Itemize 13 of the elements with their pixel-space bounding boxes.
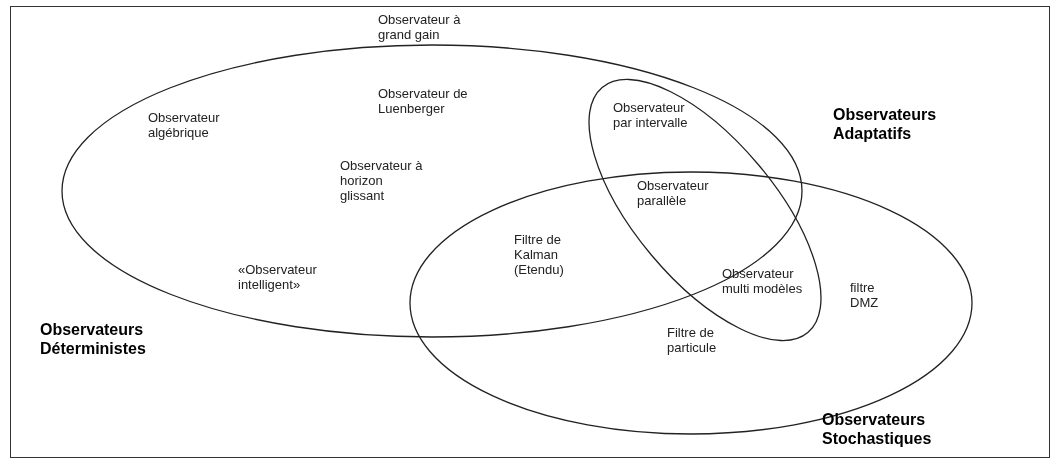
region-label: Observateur parallèle — [637, 178, 710, 208]
region-label: Observateur de Luenberger — [378, 86, 468, 116]
set-title: Observateurs Adaptatifs — [833, 105, 938, 143]
region-label: filtre DMZ — [850, 280, 880, 310]
region-label: Observateur algébrique — [148, 110, 221, 140]
region-label: Observateur à grand gain — [378, 12, 462, 42]
region-label: Observateur à horizon glissant — [340, 158, 424, 203]
region-label: Filtre de Kalman (Etendu) — [514, 232, 565, 277]
region-label: Filtre de particule — [667, 325, 718, 355]
region-label: Observateur par intervalle — [613, 100, 689, 130]
region-label: «Observateur intelligent» — [238, 262, 318, 292]
set-title: Observateurs Stochastiques — [822, 410, 933, 448]
set-title: Observateurs Déterministes — [40, 320, 147, 358]
